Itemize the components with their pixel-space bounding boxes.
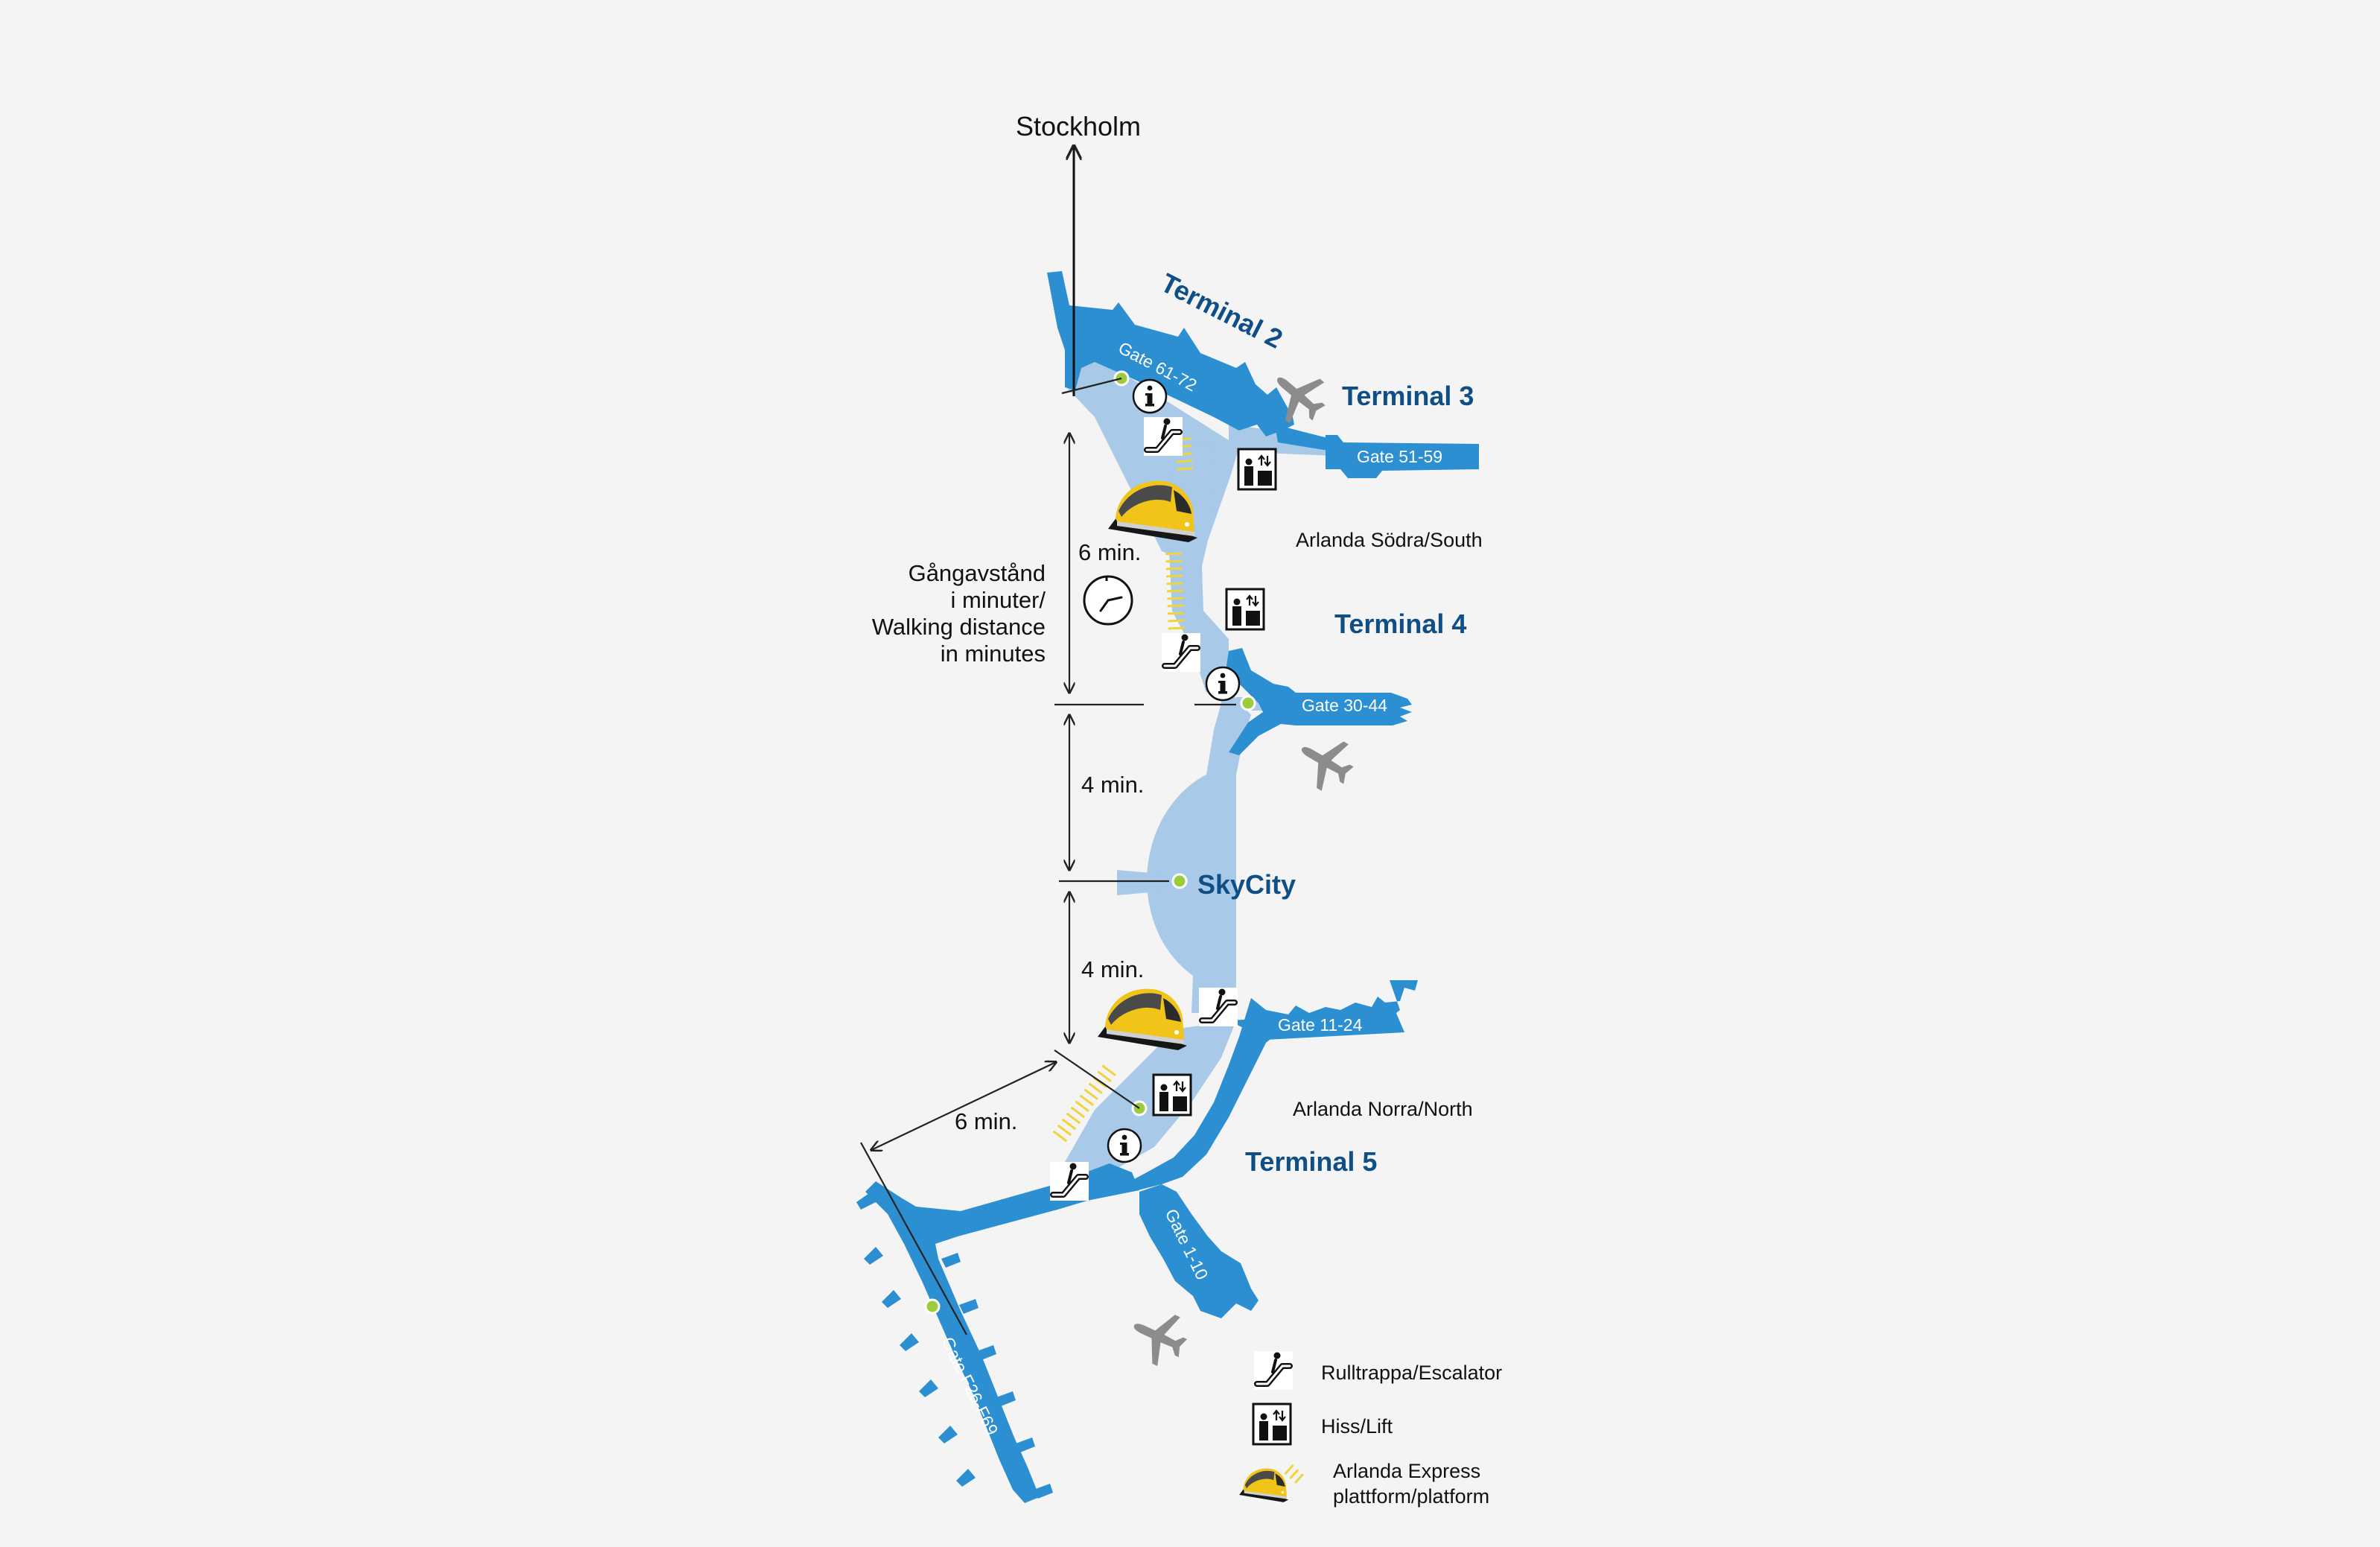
north-label: Stockholm — [1016, 111, 1141, 142]
escalator-icon — [1162, 633, 1200, 672]
legend-escalator-label: Rulltrappa/Escalator — [1321, 1362, 1502, 1384]
escalator-icon — [1144, 417, 1183, 456]
plane-icon — [1122, 1300, 1194, 1373]
svg-text:Walking distance: Walking distance — [872, 614, 1046, 640]
lift-icon — [1237, 448, 1277, 491]
arlanda-south-label: Arlanda Södra/South — [1296, 529, 1483, 551]
terminal-3-label: Terminal 3 — [1342, 381, 1474, 411]
walk-time-t5-pier-f: 6 min. — [955, 1108, 1017, 1134]
svg-text:i minuter/: i minuter/ — [951, 587, 1046, 613]
arlanda-north-label: Arlanda Norra/North — [1293, 1098, 1473, 1120]
pier-gate-1-10 — [1139, 1184, 1259, 1318]
walk-time-skycity-t5: 4 min. — [1081, 956, 1144, 982]
lift-icon — [1152, 1073, 1192, 1116]
walking-distance-brackets — [860, 377, 1236, 1335]
terminal-4-building — [1226, 648, 1412, 755]
terminal-3-building — [1326, 435, 1479, 478]
escalator-icon — [1199, 988, 1238, 1026]
escalator-icon — [1254, 1351, 1293, 1390]
terminal-5-building — [1124, 980, 1418, 1192]
terminal-5-label: Terminal 5 — [1245, 1146, 1377, 1177]
lift-icon — [1225, 588, 1265, 631]
plane-icon — [1288, 725, 1362, 799]
train-icon — [1098, 988, 1187, 1050]
walking-legend: Gångavstånd i minuter/ Walking distance … — [872, 560, 1046, 667]
walk-time-t4-skycity: 4 min. — [1081, 772, 1144, 798]
terminal-4-label: Terminal 4 — [1334, 609, 1466, 639]
gate-51-59-label: Gate 51-59 — [1357, 447, 1442, 466]
legend-train-label-2: plattform/platform — [1333, 1485, 1489, 1508]
walk-time-t2-t4: 6 min. — [1078, 539, 1141, 565]
info-icon — [1132, 378, 1168, 414]
legend-lift-label: Hiss/Lift — [1321, 1415, 1393, 1438]
svg-text:Gångavstånd: Gångavstånd — [909, 560, 1046, 586]
station-nodes — [924, 370, 1256, 1315]
gate-30-44-label: Gate 30-44 — [1302, 696, 1387, 715]
lift-icon — [1252, 1403, 1292, 1446]
escalator-icon — [1050, 1162, 1089, 1201]
express-platforms — [1051, 437, 1194, 1145]
terminal-buildings — [856, 271, 1479, 1503]
info-icon — [1107, 1128, 1142, 1163]
skycity-label: SkyCity — [1197, 869, 1296, 900]
train-icon — [1239, 1468, 1289, 1502]
clock-icon — [1083, 575, 1133, 626]
map-legend: Rulltrappa/Escalator Hiss/Lift Arlanda E… — [1239, 1351, 1502, 1508]
legend-train-label-1: Arlanda Express — [1333, 1460, 1480, 1482]
walkway — [1065, 344, 1333, 1177]
gate-11-24-label: Gate 11-24 — [1278, 1015, 1363, 1035]
info-icon — [1205, 666, 1241, 702]
svg-text:in minutes: in minutes — [941, 641, 1046, 667]
pier-f — [865, 1163, 1139, 1503]
terminal-2-pier — [1047, 271, 1294, 436]
